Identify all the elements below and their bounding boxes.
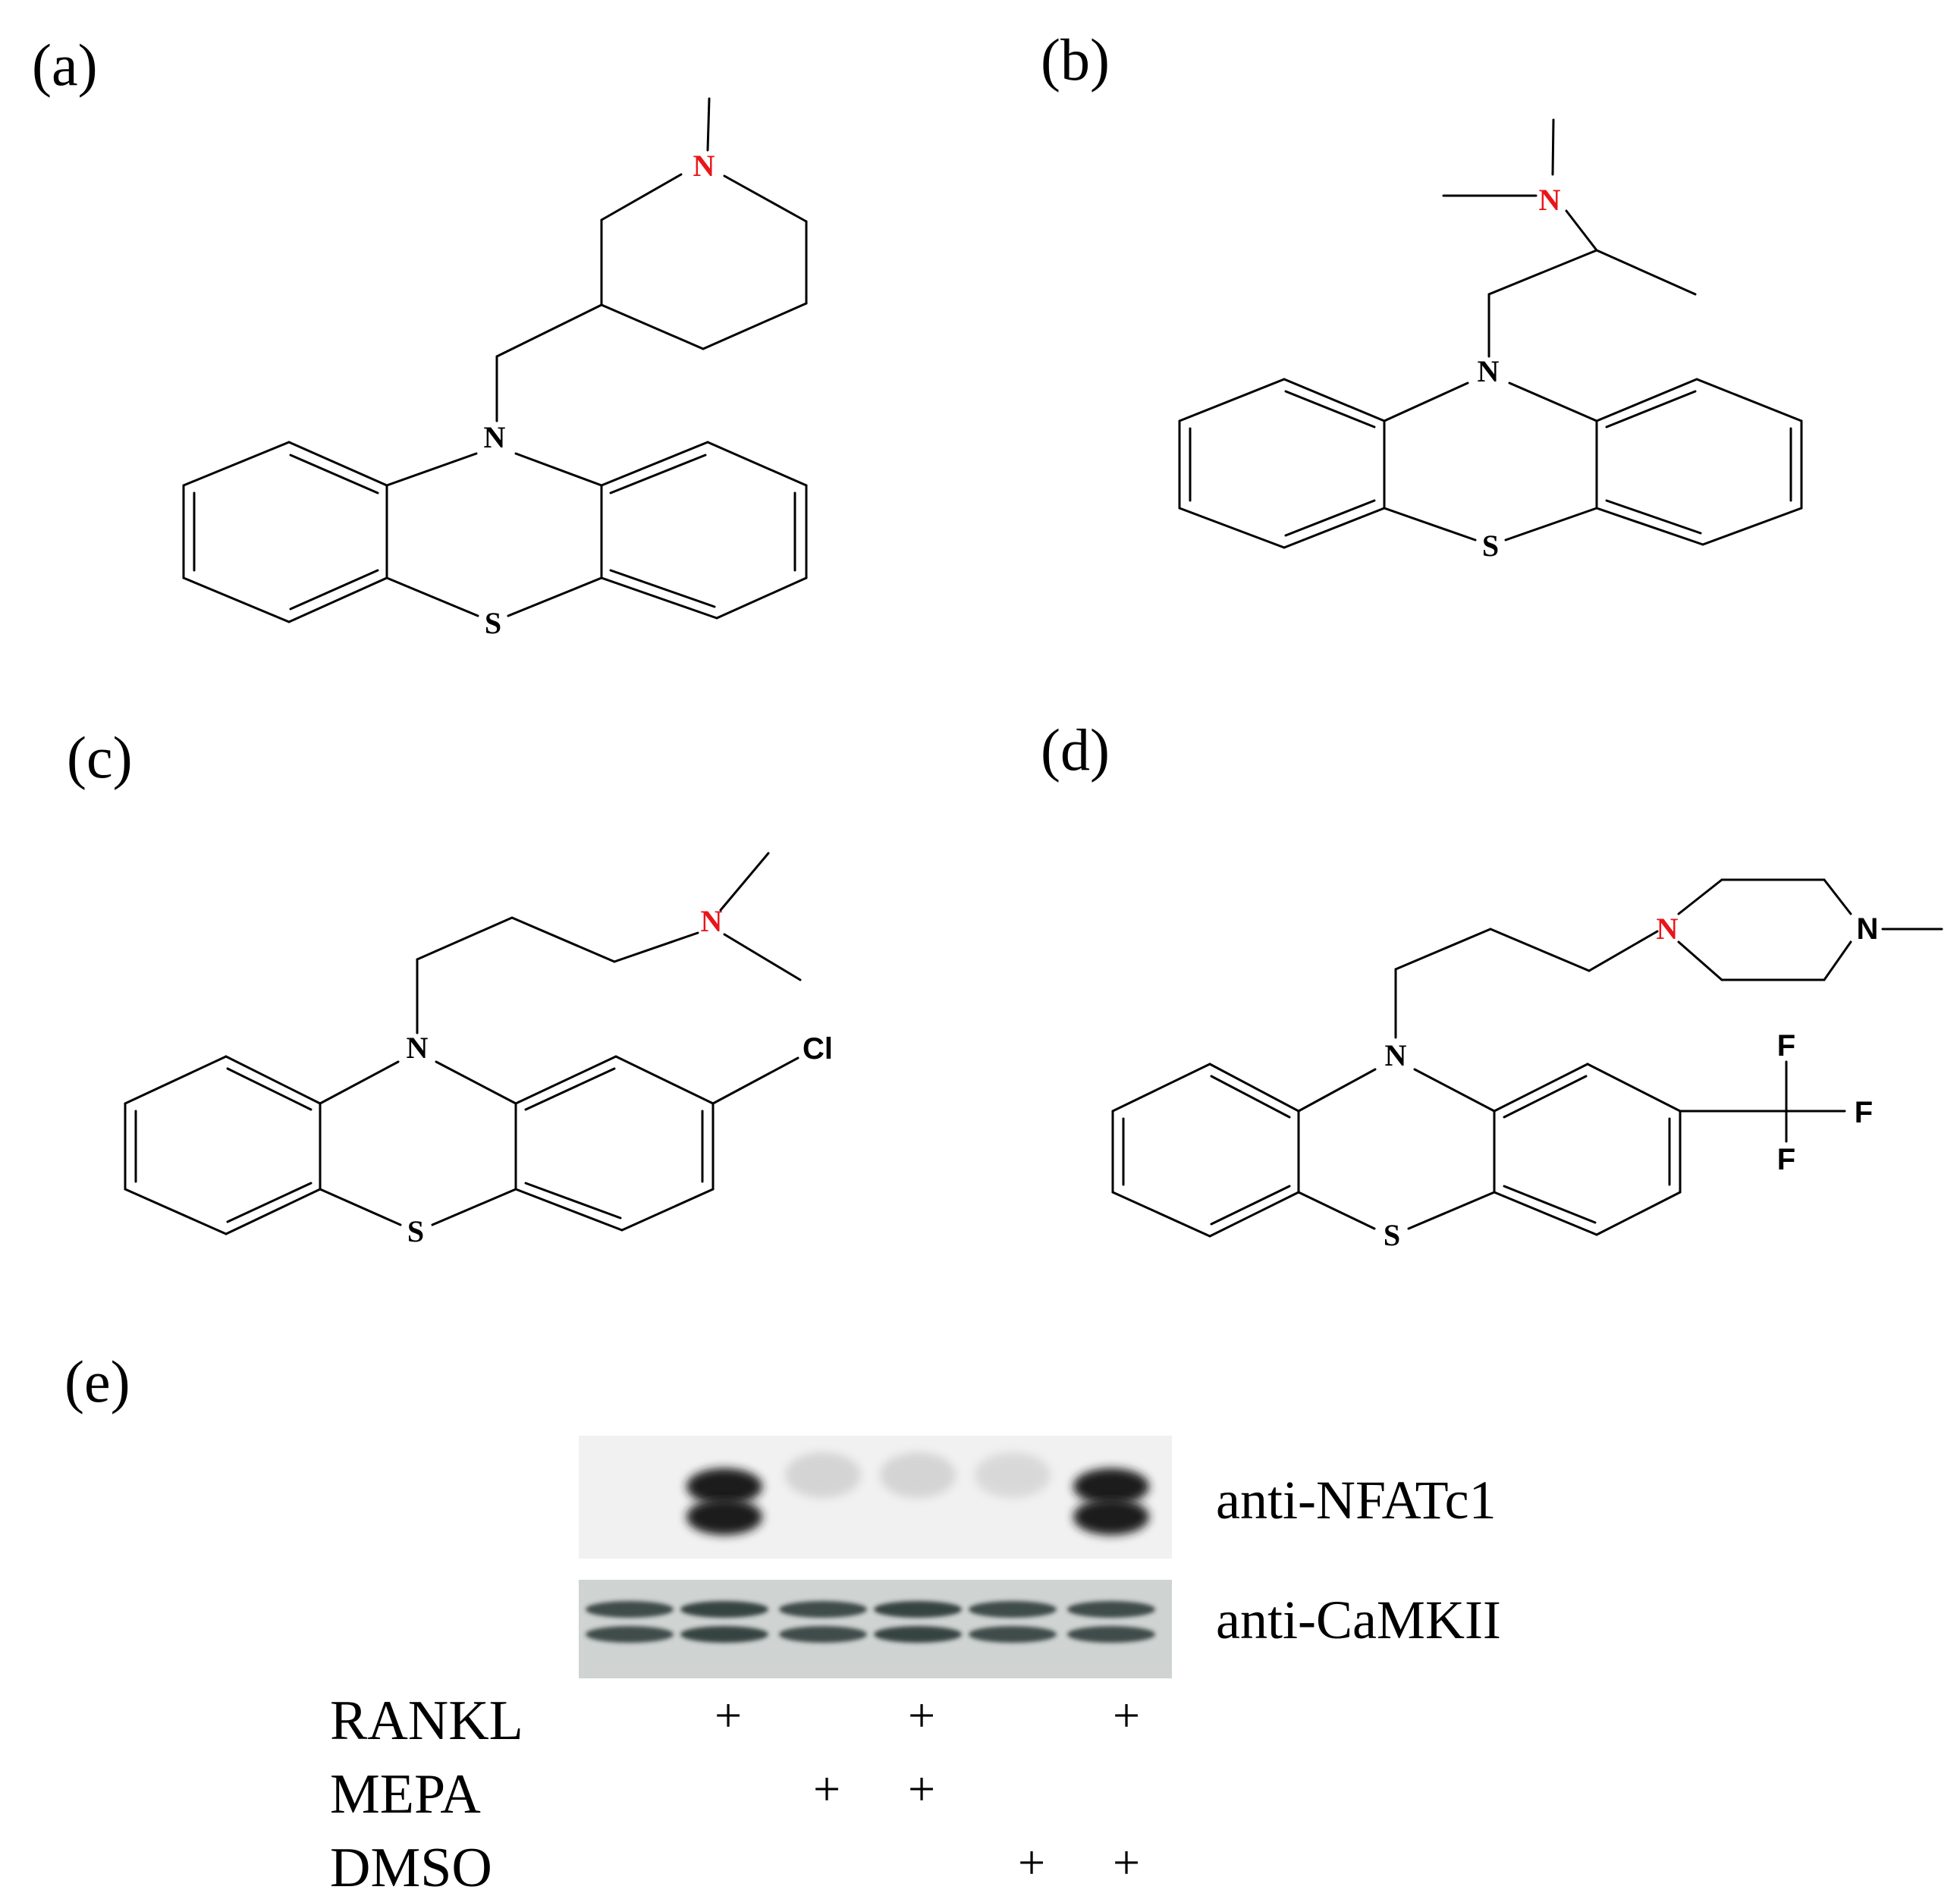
panel-d-piperazine-nitrogen-2: N (1857, 912, 1879, 946)
panel-a-structure (182, 97, 808, 623)
blot-lanes (586, 1452, 1155, 1643)
condition-plus-mark: + (715, 1688, 742, 1742)
condition-label-dmso: DMSO (330, 1837, 492, 1893)
panel-c-amine-nitrogen: N (701, 904, 723, 938)
panel-e: (e) anti-NFATc1 anti-CaMKII RANKL MEPA D… (64, 1348, 1501, 1893)
condition-plus-mark: + (908, 1688, 935, 1742)
panel-b-label: (b) (1041, 27, 1110, 93)
panel-c-core-nitrogen: N (407, 1031, 429, 1065)
nfatc1-band (880, 1452, 956, 1498)
panel-b-sulfur: S (1482, 529, 1499, 563)
panel-d-label: (d) (1041, 717, 1110, 783)
panel-c-structure (124, 852, 802, 1235)
panel-d-fluorine-1: F (1777, 1029, 1795, 1063)
condition-plus-mark: + (1018, 1835, 1045, 1889)
condition-plus-mark: + (908, 1762, 935, 1816)
nfatc1-band (975, 1452, 1051, 1498)
condition-plus-mark: + (813, 1762, 840, 1816)
camkii-band (680, 1601, 768, 1643)
panel-d-sulfur: S (1384, 1218, 1400, 1252)
panel-b-amine-nitrogen: N (1539, 183, 1561, 217)
panel-d-fluorine-2: F (1855, 1096, 1873, 1129)
camkii-antibody-label: anti-CaMKII (1216, 1590, 1501, 1650)
nfatc1-band (1073, 1468, 1149, 1535)
panel-a-core-nitrogen: N (484, 420, 506, 454)
camkii-band (969, 1601, 1057, 1643)
panel-d: (d) (1041, 717, 1943, 1252)
camkii-blot-membrane (579, 1580, 1172, 1678)
panel-a-ring-nitrogen: N (693, 149, 715, 183)
nfatc1-antibody-label: anti-NFATc1 (1216, 1470, 1497, 1530)
panel-a-label: (a) (32, 32, 98, 98)
panel-d-core-nitrogen: N (1385, 1038, 1407, 1072)
camkii-band (779, 1601, 867, 1643)
panel-c-label: (c) (67, 724, 133, 790)
camkii-band (586, 1601, 674, 1643)
panel-c-chlorine: Cl (803, 1032, 833, 1066)
panel-a-sulfur: S (485, 606, 501, 640)
nfatc1-band (785, 1452, 861, 1498)
camkii-band (1067, 1601, 1155, 1643)
condition-label-mepa: MEPA (330, 1763, 481, 1826)
panel-e-label: (e) (64, 1348, 130, 1414)
condition-label-rankl: RANKL (330, 1690, 523, 1752)
panel-d-structure (1111, 878, 1943, 1238)
panel-c-sulfur: S (407, 1214, 424, 1248)
panel-d-fluorine-3: F (1777, 1143, 1795, 1176)
condition-marks: + + + + + + + (715, 1688, 1140, 1889)
panel-b-structure (1178, 118, 1803, 549)
panel-b: (b) (1041, 27, 1803, 563)
panel-c: (c) (67, 724, 833, 1248)
condition-plus-mark: + (1113, 1835, 1140, 1889)
camkii-band (874, 1601, 962, 1643)
panel-b-core-nitrogen: N (1478, 354, 1500, 388)
panel-d-piperazine-nitrogen-1: N (1657, 912, 1679, 946)
panel-a: (a) (32, 32, 808, 640)
nfatc1-band (686, 1468, 762, 1535)
condition-plus-mark: + (1113, 1688, 1140, 1742)
nfatc1-blot-membrane (579, 1436, 1172, 1559)
